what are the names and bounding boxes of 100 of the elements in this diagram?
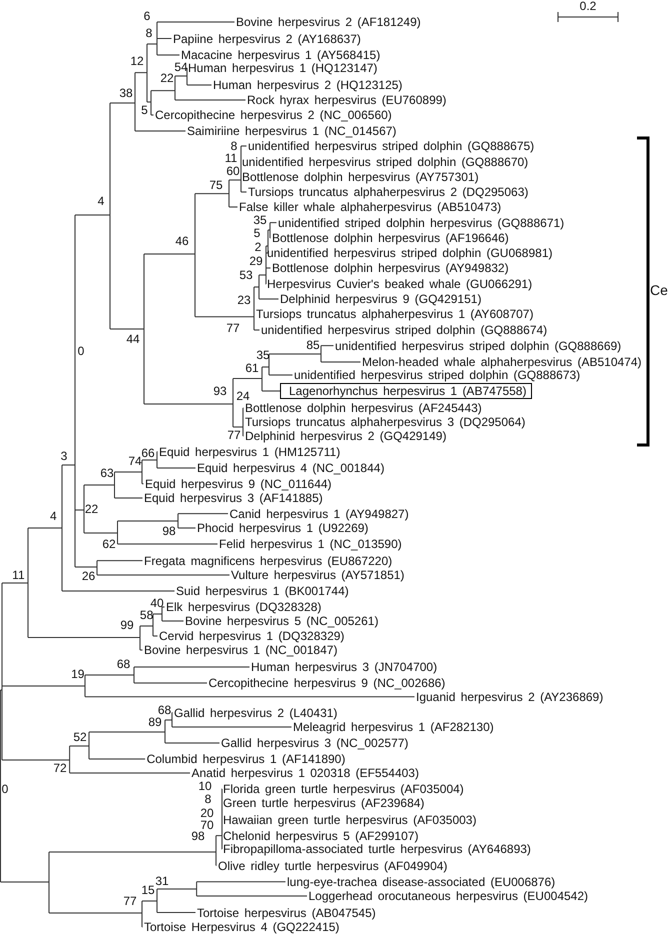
scale-label: 0.2: [580, 0, 596, 12]
taxon-label: Fregata magnificens herpesvirus (EU867220): [144, 554, 392, 567]
highlight-box: [280, 383, 532, 399]
bootstrap-value: 15: [141, 884, 155, 896]
taxon-label: Cercopithecine herpesvirus 9 (NC_002686): [208, 677, 446, 689]
bootstrap-value: 0: [2, 782, 8, 794]
bootstrap-value: 99: [120, 618, 134, 631]
bootstrap-value: 10: [198, 780, 212, 792]
taxon-label: unidentified herpesvirus striped dolphin (GQ888669): [335, 340, 622, 352]
bootstrap-value: 26: [82, 570, 96, 582]
taxon-label: unidentified herpesvirus striped dolphin (GQ888670): [242, 156, 528, 168]
bootstrap-value: 58: [140, 609, 154, 621]
taxon-label: Hawaiian green turtle herpesvirus (AF035003): [223, 814, 476, 826]
taxon-label: Tortoise herpesvirus (AB047545): [197, 906, 376, 918]
bootstrap-value: 77: [123, 894, 137, 906]
taxon-label: Iguanid herpesvirus 2 (AY236869): [416, 690, 604, 703]
bootstrap-value: 89: [148, 716, 162, 728]
bootstrap-value: 23: [237, 294, 251, 306]
bootstrap-value: 98: [191, 830, 205, 842]
taxon-label: Saimiriine herpesvirus 1 (NC_014567): [187, 125, 396, 137]
bootstrap-value: 2: [254, 241, 262, 253]
bootstrap-value: 3: [60, 450, 68, 462]
bootstrap-value: 98: [162, 524, 176, 537]
taxon-label: Herpesvirus Cuvier's beaked whale (GU066291): [267, 278, 532, 290]
taxon-label: Phocid herpesvirus 1 (U92269): [197, 522, 368, 534]
taxon-label: unidentified striped dolphin herpesvirus (GQ888671): [278, 216, 564, 229]
bootstrap-value: 22: [84, 502, 98, 514]
taxon-label: Macacine herpesvirus 1 (AY568415): [181, 49, 380, 61]
bootstrap-value: 24: [236, 390, 250, 402]
bootstrap-value: 38: [119, 87, 133, 99]
bootstrap-value: 0: [78, 345, 84, 357]
bootstrap-value: 20: [200, 806, 214, 818]
bootstrap-value: 52: [73, 731, 87, 743]
taxon-label: Melon-headed whale alphaherpesvirus (AB510474): [362, 356, 642, 368]
bootstrap-value: 8: [146, 27, 152, 39]
taxon-label: Anatid herpesvirus 1 020318 (EF554403): [192, 767, 419, 779]
taxon-label: Florida green turtle herpesvirus (AF035004): [223, 783, 464, 795]
bootstrap-value: 60: [226, 164, 240, 176]
taxon-label: Human herpesvirus 3 (JN704700): [251, 661, 438, 673]
taxon-label: Bottlenose dolphin herpesvirus (AY757301): [242, 170, 479, 182]
bootstrap-value: 29: [249, 255, 263, 267]
taxon-label: Delphinid herpesvirus 2 (GQ429149): [245, 430, 446, 442]
bootstrap-value: 54: [174, 61, 188, 73]
taxon-label: Tortoise Herpesvirus 4 (GQ222415): [144, 921, 340, 933]
bootstrap-value: 68: [116, 658, 130, 670]
bootstrap-value: 22: [160, 72, 174, 84]
bootstrap-value: 70: [200, 819, 214, 831]
bootstrap-value: 72: [53, 762, 67, 774]
bootstrap-value: 61: [245, 362, 259, 374]
bootstrap-value: 53: [239, 269, 253, 281]
bootstrap-value: 4: [98, 195, 104, 207]
bootstrap-value: 44: [126, 333, 140, 345]
taxon-label: unidentified herpesvirus striped dolphin (GQ888674): [261, 324, 548, 336]
bootstrap-value: 35: [256, 349, 270, 361]
taxon-label: Equid herpesvirus 1 (HM125711): [159, 446, 340, 458]
taxon-label: Meleagrid herpesvirus 1 (AF282130): [293, 721, 494, 733]
bootstrap-value: 11: [12, 568, 25, 581]
bootstrap-value: 4: [50, 510, 57, 522]
taxon-label: Equid herpesvirus 9 (NC_011644): [145, 478, 332, 490]
bootstrap-value: 19: [71, 668, 84, 680]
taxon-label: Papiine herpesvirus 2 (AY168637): [173, 32, 361, 44]
bootstrap-value: 68: [158, 704, 172, 716]
taxon-label: Chelonid herpesvirus 5 (AF299107): [223, 830, 418, 842]
taxon-label: Lagenorhynchus herpesvirus 1 (AB747558): [289, 385, 526, 397]
taxon-label: Tursiops truncatus alphaherpesvirus 2 (DQ295063): [248, 186, 528, 198]
taxon-label: Bottlenose dolphin herpesvirus (AF196646): [272, 232, 509, 244]
taxon-label: Felid herpesvirus 1 (NC_013590): [219, 538, 402, 550]
taxon-label: Delphinid herpesvirus 9 (GQ429151): [280, 293, 482, 305]
bootstrap-value: 5: [141, 104, 148, 116]
taxon-label: Bottlenose dolphin herpesvirus (AY949832): [272, 262, 509, 274]
bootstrap-value: 6: [144, 10, 150, 22]
taxon-label: Bovine herpesvirus 1 (NC_001847): [144, 644, 338, 656]
bootstrap-value: 77: [227, 428, 241, 440]
taxon-label: Loggerhead orocutaneous herpesvirus (EU004542): [308, 890, 588, 902]
taxon-label: Equid herpesvirus 4 (NC_001844): [197, 462, 384, 474]
taxon-label: Green turtle herpesvirus (AF239684): [223, 797, 424, 809]
taxon-label: Tursiops truncatus alphaherpesvirus 1 (AY608707): [256, 308, 534, 320]
bootstrap-value: 63: [100, 466, 114, 479]
taxon-label: Vulture herpesvirus (AY571851): [231, 569, 404, 581]
bootstrap-value: 35: [253, 214, 267, 226]
taxon-label: Elk herpesvirus (DQ328328): [166, 601, 322, 613]
taxon-label: Bovine herpesvirus 5 (NC_005261): [185, 615, 378, 627]
bootstrap-value: 85: [306, 339, 320, 351]
bootstrap-value: 74: [128, 455, 142, 467]
bootstrap-value: 5: [254, 226, 260, 238]
taxon-label: Tursiops truncatus alphaherpesvirus 3 (DQ295064): [245, 416, 526, 428]
taxon-label: lung-eye-trachea disease-associated (EU006876): [287, 876, 556, 888]
bootstrap-value: 77: [226, 322, 240, 334]
taxon-label: Equid herpesvirus 3 (AF141885): [144, 492, 323, 504]
taxon-label: unidentified herpesvirus striped dolphin (GQ888675): [248, 140, 534, 152]
bootstrap-value: 62: [102, 538, 116, 550]
taxon-label: Canid herpesvirus 1 (AY949827): [230, 508, 409, 520]
bootstrap-value: 66: [141, 446, 155, 458]
taxon-label: Columbid herpesvirus 1 (AF141890): [146, 753, 346, 765]
bootstrap-value: 40: [150, 596, 164, 608]
bootstrap-value: 31: [155, 875, 169, 887]
bootstrap-value: 93: [213, 385, 227, 397]
taxon-label: Human herpesvirus 2 (HQ123125): [213, 79, 402, 91]
bootstrap-value: 11: [224, 152, 238, 164]
taxon-label: Suid herpesvirus 1 (BK001744): [176, 585, 349, 597]
